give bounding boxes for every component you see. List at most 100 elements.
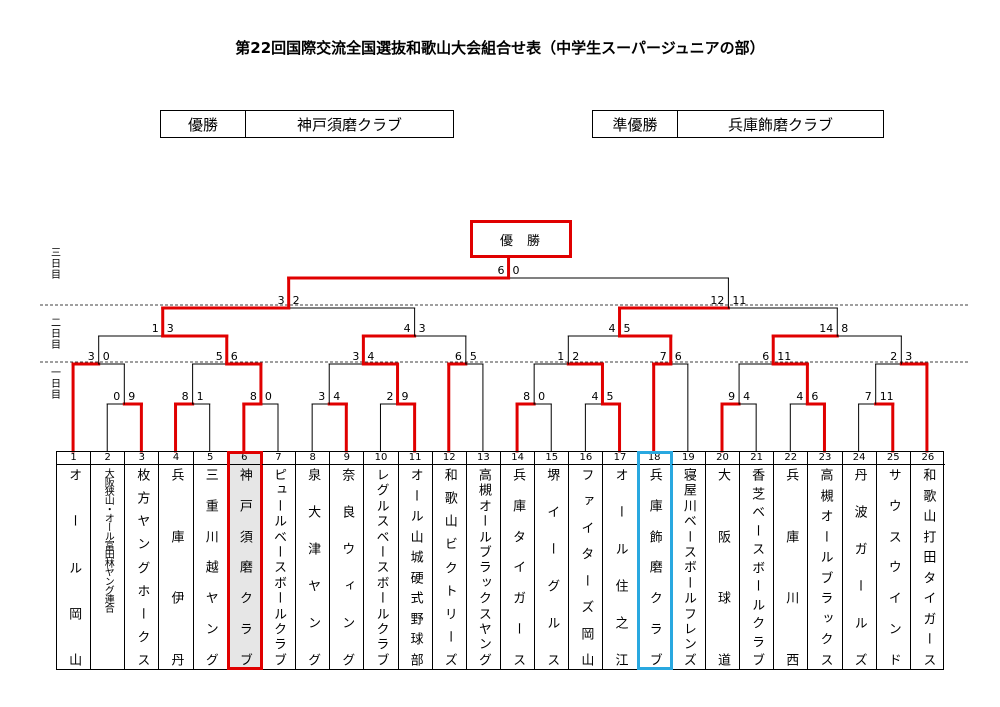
day-label-3: 三日目	[51, 248, 61, 281]
match-score: 0	[513, 264, 520, 277]
team-column: 22 兵庫川西	[774, 452, 809, 669]
match-score: 2	[293, 294, 300, 307]
team-name: 大阪狭山・オール富田林ヤング連合	[102, 468, 114, 612]
match-score: 14	[819, 322, 833, 335]
match-score: 6	[675, 350, 682, 363]
team-number: 1	[57, 452, 91, 465]
team-number: 16	[569, 452, 603, 465]
team-name: ピュールベースボールクラブ	[271, 468, 286, 666]
team-name: 兵庫タイガース	[510, 468, 526, 666]
team-column: 16 ファイターズ岡山	[569, 452, 604, 669]
team-name: 兵庫飾磨クラブ	[646, 468, 662, 666]
team-number: 21	[740, 452, 774, 465]
team-name: 大阪球道	[715, 468, 730, 666]
match-score: 8	[523, 390, 530, 403]
runner-up-box: 準優勝 兵庫飾磨クラブ	[592, 110, 884, 138]
team-name: オール住之江	[612, 468, 628, 666]
team-column: 12 和歌山ビクトリーズ	[432, 452, 467, 669]
runner-up-team: 兵庫飾磨クラブ	[727, 115, 833, 134]
team-column: 1 オール岡山	[57, 452, 92, 669]
match-score: 4	[367, 350, 374, 363]
team-name: 高槻オールブラックス	[817, 468, 833, 666]
match-score: 0	[265, 390, 272, 403]
match-score: 9	[128, 390, 135, 403]
match-score: 3	[318, 390, 325, 403]
team-number: 23	[808, 452, 842, 465]
match-score: 11	[732, 294, 746, 307]
team-number: 5	[193, 452, 227, 465]
team-number: 20	[705, 452, 740, 465]
day-label-2: 二日目	[51, 318, 61, 351]
match-score: 6	[498, 264, 505, 277]
team-number: 4	[159, 452, 193, 465]
team-name: 三重川越ヤング	[202, 468, 218, 666]
match-score: 4	[591, 390, 598, 403]
match-score: 1	[557, 350, 564, 363]
team-name: 堺イーグルス	[544, 468, 560, 666]
team-name: 泉大津ヤング	[305, 468, 321, 666]
team-name: 奈良ウィング	[339, 468, 355, 666]
match-score: 2	[890, 350, 897, 363]
team-number: 11	[398, 452, 432, 465]
match-score: 9	[728, 390, 735, 403]
match-score: 0	[113, 390, 120, 403]
team-number: 15	[535, 452, 569, 465]
team-number: 25	[876, 452, 910, 465]
match-score: 9	[402, 390, 409, 403]
match-score: 11	[880, 390, 894, 403]
match-score: 3	[167, 322, 174, 335]
match-score: 6	[455, 350, 462, 363]
team-name: 丹波ガールズ	[851, 468, 867, 666]
match-score: 6	[811, 390, 818, 403]
team-column: 7 ピュールベースボールクラブ	[261, 452, 297, 669]
match-score: 4	[333, 390, 340, 403]
match-score: 11	[777, 350, 791, 363]
team-name: ファイターズ岡山	[578, 468, 594, 666]
team-name: オール岡山	[66, 468, 82, 666]
match-score: 5	[470, 350, 477, 363]
match-score: 8	[250, 390, 257, 403]
team-column: 14 兵庫タイガース	[501, 452, 536, 669]
team-number: 14	[501, 452, 535, 465]
match-score: 8	[841, 322, 848, 335]
match-score: 4	[404, 322, 411, 335]
team-name: 和歌山ビクトリーズ	[441, 468, 457, 666]
team-number: 2	[91, 452, 125, 465]
team-column: 8 泉大津ヤング	[296, 452, 331, 669]
team-number: 10	[364, 452, 398, 465]
team-name: 神戸須磨クラブ	[236, 468, 252, 666]
team-number: 22	[774, 452, 808, 465]
page-title: 第22回国際交流全国選抜和歌山大会組合せ表（中学生スーパージュニアの部）	[235, 39, 765, 57]
team-name: 兵庫川西	[783, 468, 799, 666]
team-column: 20 大阪球道	[705, 452, 741, 669]
match-score: 12	[710, 294, 724, 307]
team-name: 高槻オールブラックスヤング	[475, 468, 491, 666]
team-name: 寝屋川ベースボールフレンズ	[680, 468, 696, 666]
team-column: 5 三重川越ヤング	[193, 452, 228, 669]
match-score: 1	[152, 322, 159, 335]
match-score: 4	[796, 390, 803, 403]
team-number: 3	[125, 452, 159, 465]
match-score: 2	[387, 390, 394, 403]
team-number: 7	[261, 452, 296, 465]
team-number: 12	[432, 452, 466, 465]
team-number: 17	[603, 452, 637, 465]
team-column: 15 堺イーグルス	[535, 452, 570, 669]
team-number: 8	[296, 452, 330, 465]
match-score: 0	[103, 350, 110, 363]
team-name: 兵庫伊丹	[168, 468, 184, 666]
match-score: 5	[216, 350, 223, 363]
team-number: 26	[910, 452, 945, 465]
